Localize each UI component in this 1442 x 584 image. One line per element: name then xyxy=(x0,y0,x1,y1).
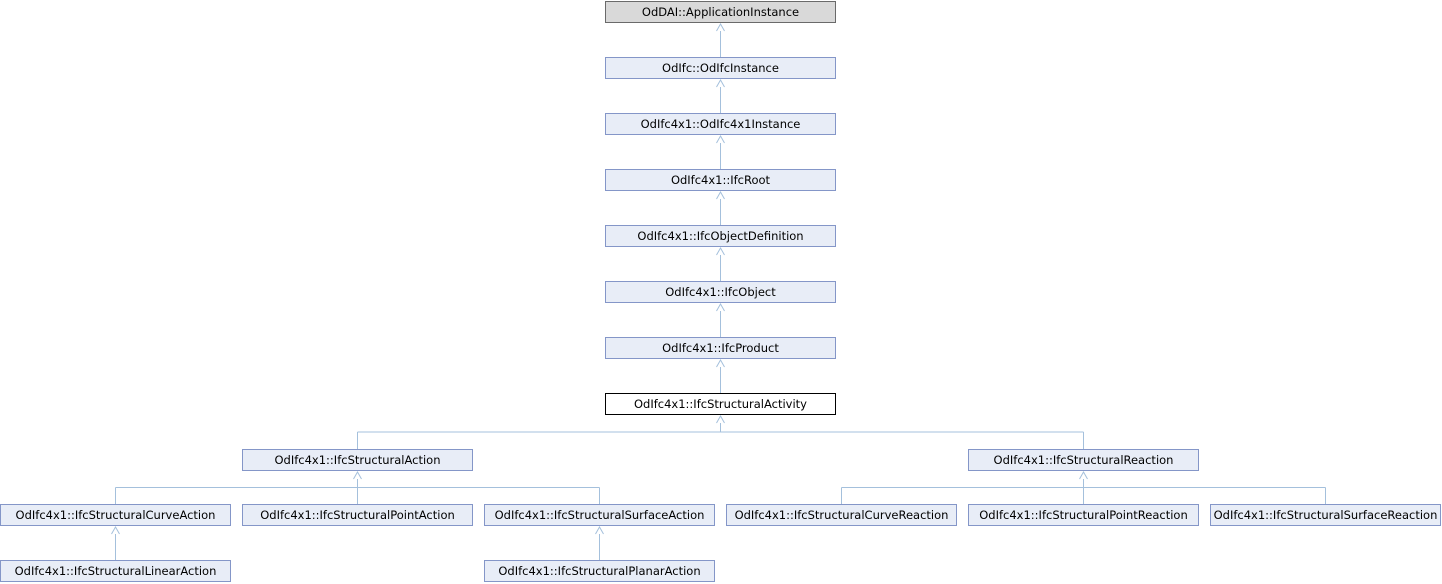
class-node-ifc-object[interactable]: OdIfc4x1::IfcObject xyxy=(605,281,836,303)
class-node-ifc-structural-action[interactable]: OdIfc4x1::IfcStructuralAction xyxy=(242,449,473,471)
class-node-ifc-structural-reaction[interactable]: OdIfc4x1::IfcStructuralReaction xyxy=(968,449,1199,471)
inheritance-arrowhead xyxy=(716,302,725,312)
class-node-ifc-product[interactable]: OdIfc4x1::IfcProduct xyxy=(605,337,836,359)
class-node-ifc-structural-curve-action[interactable]: OdIfc4x1::IfcStructuralCurveAction xyxy=(0,504,231,526)
inheritance-arrowhead xyxy=(716,414,725,424)
class-node-od-ifc-instance[interactable]: OdIfc::OdIfcInstance xyxy=(605,57,836,79)
inheritance-arrowhead xyxy=(1079,470,1088,480)
inheritance-arrowhead xyxy=(353,470,362,480)
inheritance-arrowhead xyxy=(716,22,725,32)
class-node-ifc-structural-point-reaction[interactable]: OdIfc4x1::IfcStructuralPointReaction xyxy=(968,504,1199,526)
class-node-ifc-structural-linear-action[interactable]: OdIfc4x1::IfcStructuralLinearAction xyxy=(0,560,231,582)
class-node-ifc-object-definition[interactable]: OdIfc4x1::IfcObjectDefinition xyxy=(605,225,836,247)
inheritance-arrowhead xyxy=(716,358,725,368)
class-node-ifc-structural-planar-action[interactable]: OdIfc4x1::IfcStructuralPlanarAction xyxy=(484,560,715,582)
class-node-application-instance[interactable]: OdDAI::ApplicationInstance xyxy=(605,1,836,23)
class-node-od-ifc4x1-instance[interactable]: OdIfc4x1::OdIfc4x1Instance xyxy=(605,113,836,135)
class-node-ifc-structural-activity: OdIfc4x1::IfcStructuralActivity xyxy=(605,393,836,415)
inheritance-arrowhead xyxy=(111,525,120,535)
class-node-ifc-structural-surface-action[interactable]: OdIfc4x1::IfcStructuralSurfaceAction xyxy=(484,504,715,526)
inheritance-arrowhead xyxy=(716,134,725,144)
inheritance-arrowhead xyxy=(716,246,725,256)
inheritance-arrowhead xyxy=(595,525,604,535)
inheritance-arrowhead xyxy=(716,78,725,88)
class-node-ifc-structural-point-action[interactable]: OdIfc4x1::IfcStructuralPointAction xyxy=(242,504,473,526)
class-node-ifc-root[interactable]: OdIfc4x1::IfcRoot xyxy=(605,169,836,191)
class-node-ifc-structural-curve-reaction[interactable]: OdIfc4x1::IfcStructuralCurveReaction xyxy=(726,504,957,526)
inheritance-arrowhead xyxy=(716,190,725,200)
class-node-ifc-structural-surface-reaction[interactable]: OdIfc4x1::IfcStructuralSurfaceReaction xyxy=(1210,504,1441,526)
